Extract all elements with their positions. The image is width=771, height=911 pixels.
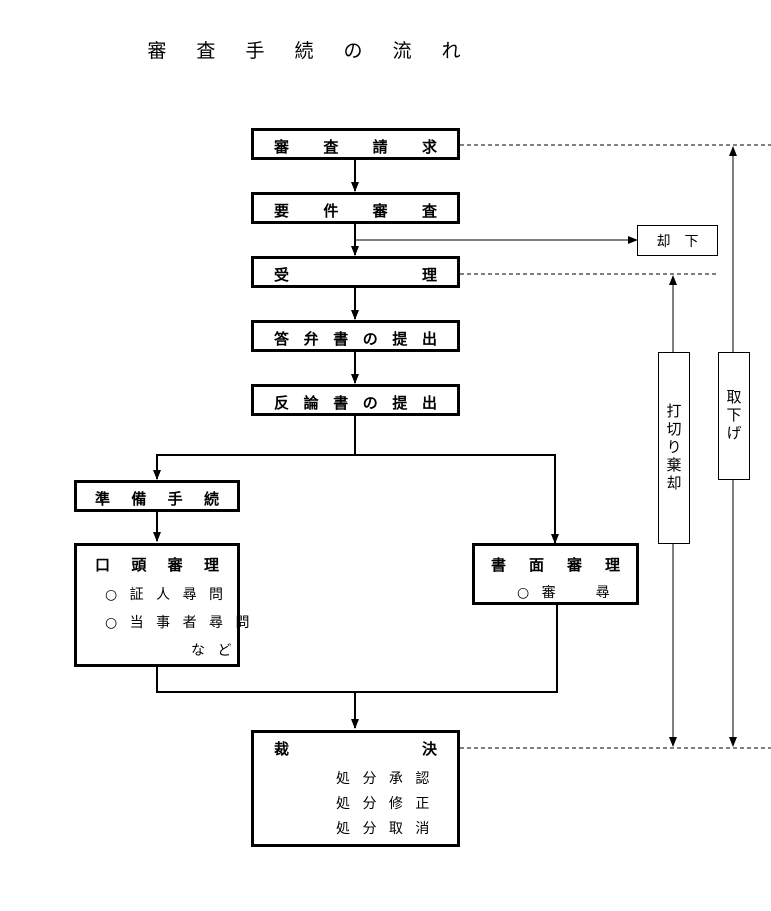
branch-line [153, 416, 356, 480]
char: 口 [95, 556, 111, 574]
torisage-label: 取下げ [724, 389, 743, 443]
side-uchikiri-kikyaku: 打切り棄却 [658, 352, 690, 544]
koutou-item-nado: な ど [191, 643, 236, 659]
char: 査 [323, 138, 339, 156]
char: 請 [372, 138, 388, 156]
saiketsu-item-shounin: 処 分 承 認 [336, 771, 434, 787]
char: 理 [421, 266, 437, 284]
char: 書 [491, 556, 507, 574]
char: 論 [303, 394, 319, 412]
char: 弁 [303, 330, 319, 348]
step-shomen-shinri: 書 面 審 理 ○ 審 尋 [472, 543, 639, 605]
koutou-item-shounin: ○ 証 人 尋 問 [105, 587, 228, 603]
saiketsu-item-torikeshi: 処 分 取 消 [336, 821, 434, 837]
char: 求 [421, 138, 437, 156]
char: の [362, 330, 378, 348]
char: 審 [372, 202, 388, 220]
step-shinsa-seikyu: 審 査 請 求 [251, 128, 460, 160]
char: 反 [274, 394, 290, 412]
char: 準 [95, 490, 111, 508]
char: 提 [392, 394, 408, 412]
step-junbi-tetsuzuki: 準 備 手 続 [74, 480, 240, 512]
page-title: 審 査 手 続 の 流 れ [147, 40, 473, 62]
side-torisage: 取下げ [718, 352, 750, 480]
step-juri: 受 理 [251, 256, 460, 288]
koutou-item-tojisha: ○ 当 事 者 尋 問 [105, 615, 254, 631]
saiketsu-item-shusei: 処 分 修 正 [336, 796, 434, 812]
char: 書 [333, 330, 349, 348]
char: 件 [323, 202, 339, 220]
char: 審 [167, 556, 183, 574]
char: 面 [528, 556, 544, 574]
shomen-item-shinjin: ○ 審 尋 [517, 585, 614, 601]
char: 査 [421, 202, 437, 220]
side-kyakka: 却 下 [637, 225, 718, 256]
step-toubensho: 答 弁 書 の 提 出 [251, 320, 460, 352]
char: 理 [604, 556, 620, 574]
char: 続 [203, 490, 219, 508]
step-saiketsu: 裁 決 処 分 承 認 処 分 修 正 処 分 取 消 [251, 730, 460, 847]
char: 手 [167, 490, 183, 508]
step-hanronsho: 反 論 書 の 提 出 [251, 384, 460, 416]
kyakka-label: 却 下 [656, 233, 699, 250]
char: 書 [333, 394, 349, 412]
char: 頭 [131, 556, 147, 574]
char: 出 [421, 394, 437, 412]
char: 裁 [274, 740, 290, 758]
char: の [362, 394, 378, 412]
char: 理 [203, 556, 219, 574]
char: 審 [274, 138, 290, 156]
char: 審 [566, 556, 582, 574]
char: 備 [131, 490, 147, 508]
char: 出 [421, 330, 437, 348]
branch-line-right [355, 454, 559, 544]
char: 決 [421, 740, 437, 758]
step-koutou-shinri: 口 頭 審 理 ○ 証 人 尋 問 ○ 当 事 者 尋 問 な ど [74, 543, 249, 667]
char: 受 [274, 266, 290, 284]
uchikiri-label: 打切り棄却 [664, 403, 683, 493]
char: 提 [392, 330, 408, 348]
char: 要 [274, 202, 290, 220]
merge-line [156, 605, 558, 693]
step-yoken-shinsa: 要 件 審 査 [251, 192, 460, 224]
char: 答 [274, 330, 290, 348]
